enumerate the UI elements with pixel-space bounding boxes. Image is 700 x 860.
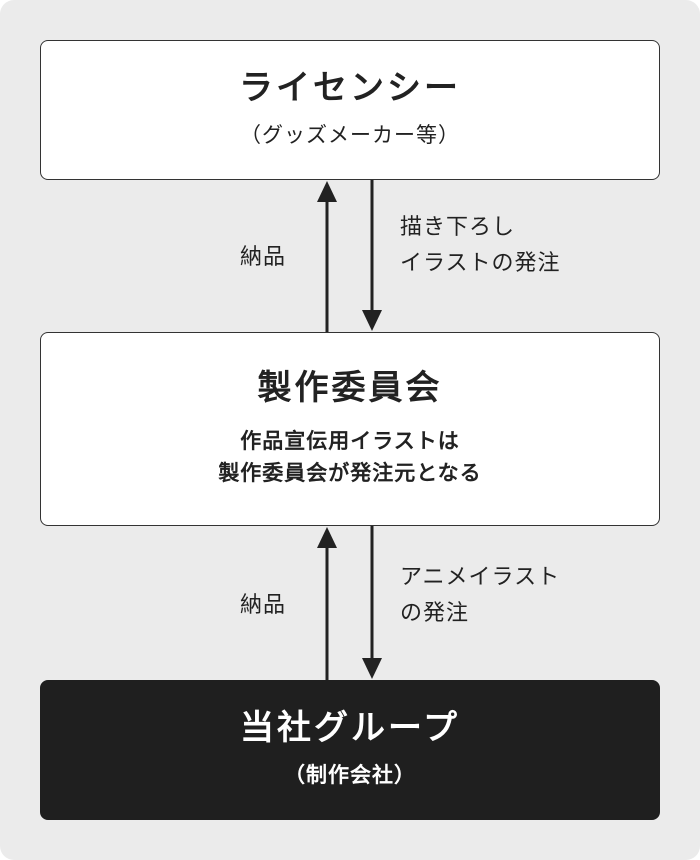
group-node: 当社グループ （制作会社）: [40, 680, 660, 820]
group-title: 当社グループ: [240, 708, 460, 749]
edge-label-order-bottom: アニメイラスト の発注: [400, 565, 561, 627]
committee-node: 製作委員会 作品宣伝用イラストは 製作委員会が発注元となる: [40, 332, 660, 526]
arrowhead-up-top: [317, 181, 337, 202]
arrowhead-up-bottom: [317, 527, 337, 548]
edge-label-deliver-top: 納品: [240, 245, 287, 270]
licensee-node: ライセンシー （グッズメーカー等）: [40, 40, 660, 180]
licensee-title: ライセンシー: [239, 68, 461, 109]
edge-label-deliver-bottom: 納品: [240, 593, 287, 618]
committee-subtitle: 作品宣伝用イラストは 製作委員会が発注元となる: [218, 428, 482, 486]
arrowhead-down-bottom: [362, 658, 382, 679]
licensee-subtitle: （グッズメーカー等）: [240, 123, 460, 148]
edge-label-order-top: 描き下ろし イラストの発注: [400, 215, 561, 277]
arrowhead-down-top: [362, 310, 382, 331]
group-subtitle: （制作会社）: [284, 763, 416, 788]
committee-title: 製作委員会: [257, 368, 443, 409]
